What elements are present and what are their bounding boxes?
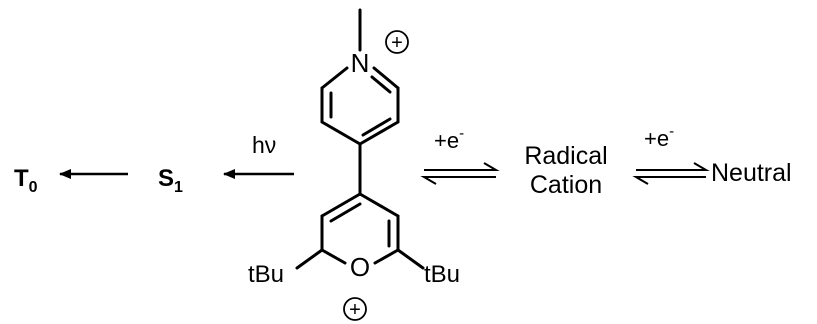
pyrylium-oxygen: O [350, 252, 370, 282]
tbu-left: tBu [248, 261, 284, 288]
tbu-right: tBu [424, 261, 460, 288]
tbu-bond-left [295, 248, 324, 270]
ring-bond [320, 66, 349, 90]
tbu-bond-right [396, 248, 425, 270]
pyrylium-charge: + [343, 297, 367, 321]
svg-text:+: + [391, 32, 403, 54]
reduction-label-2: +e- [644, 123, 674, 151]
molecule-structure [295, 8, 425, 270]
radical-cation-line2: Cation [530, 171, 602, 199]
neutral-label: Neutral [711, 159, 792, 187]
ring-bond [372, 66, 400, 90]
ring-bond [320, 192, 362, 218]
ring-double-bond [370, 75, 392, 94]
ring-bond [373, 248, 400, 265]
pyridinium-charge: + [385, 30, 409, 54]
excitation-label: hν [252, 132, 276, 158]
pyridinium-nitrogen: N [351, 48, 370, 78]
ring-double-bond [361, 117, 392, 137]
radical-cation-line1: Radical [524, 142, 607, 170]
state-t0: T0 [14, 165, 38, 196]
equilibrium-arrows-1 [420, 162, 500, 185]
ring-bond [358, 192, 400, 218]
ring-bond [320, 120, 362, 146]
reduction-label-1: +e- [434, 125, 464, 153]
ring-bond [358, 120, 400, 146]
equilibrium-arrows-2 [632, 162, 710, 185]
svg-text:+: + [349, 299, 361, 321]
state-s1: S1 [158, 165, 183, 196]
ring-double-bond [329, 202, 362, 223]
ring-bond [320, 248, 347, 265]
